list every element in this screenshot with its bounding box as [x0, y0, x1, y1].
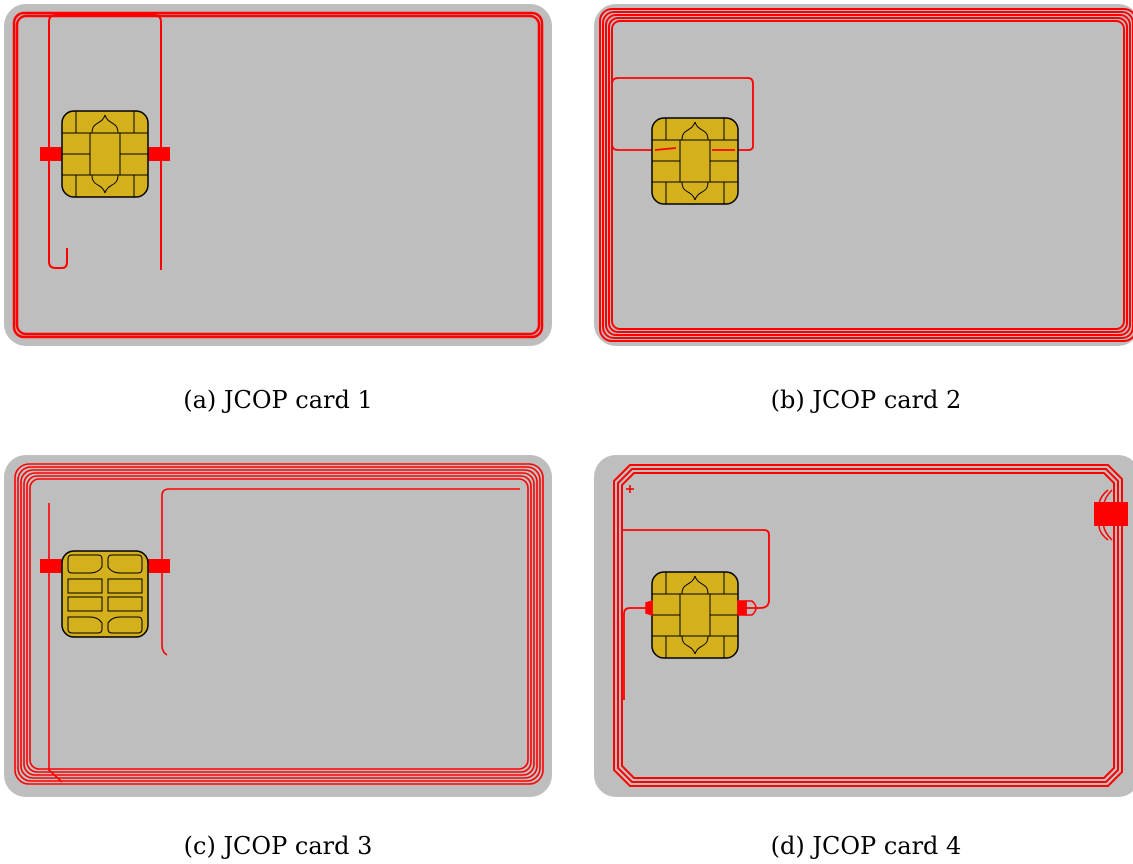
card-a-bond-right	[146, 147, 170, 161]
card-a-bond-left	[40, 147, 64, 161]
card-c	[4, 455, 552, 797]
card-c-bond-left	[40, 559, 64, 573]
card-a-body	[4, 4, 552, 346]
card-b-body	[594, 4, 1133, 346]
card-b-antenna-leads	[654, 147, 735, 151]
card-d-module	[1094, 502, 1128, 526]
card-c-body	[4, 455, 552, 797]
caption-card-1: (a) JCOP card 1	[183, 386, 373, 414]
card-c-antenna	[14, 463, 544, 785]
card-a	[4, 4, 552, 346]
card-b	[594, 4, 1133, 346]
card-d-body	[594, 455, 1133, 797]
card-d-bond-pads	[645, 599, 757, 617]
card-b-antenna	[599, 8, 1133, 342]
card-c-chip	[61, 550, 149, 638]
card-a-antenna	[12, 11, 544, 339]
card-a-chip	[61, 110, 149, 198]
card-c-bond-right	[146, 559, 170, 573]
card-b-chip	[651, 117, 739, 205]
card-d	[594, 455, 1133, 797]
caption-card-3: (c) JCOP card 3	[183, 832, 373, 860]
card-d-chip	[651, 571, 739, 659]
caption-card-2: (b) JCOP card 2	[770, 386, 962, 414]
card-d-plus-marker	[626, 485, 634, 493]
caption-card-4: (d) JCOP card 4	[770, 832, 962, 860]
